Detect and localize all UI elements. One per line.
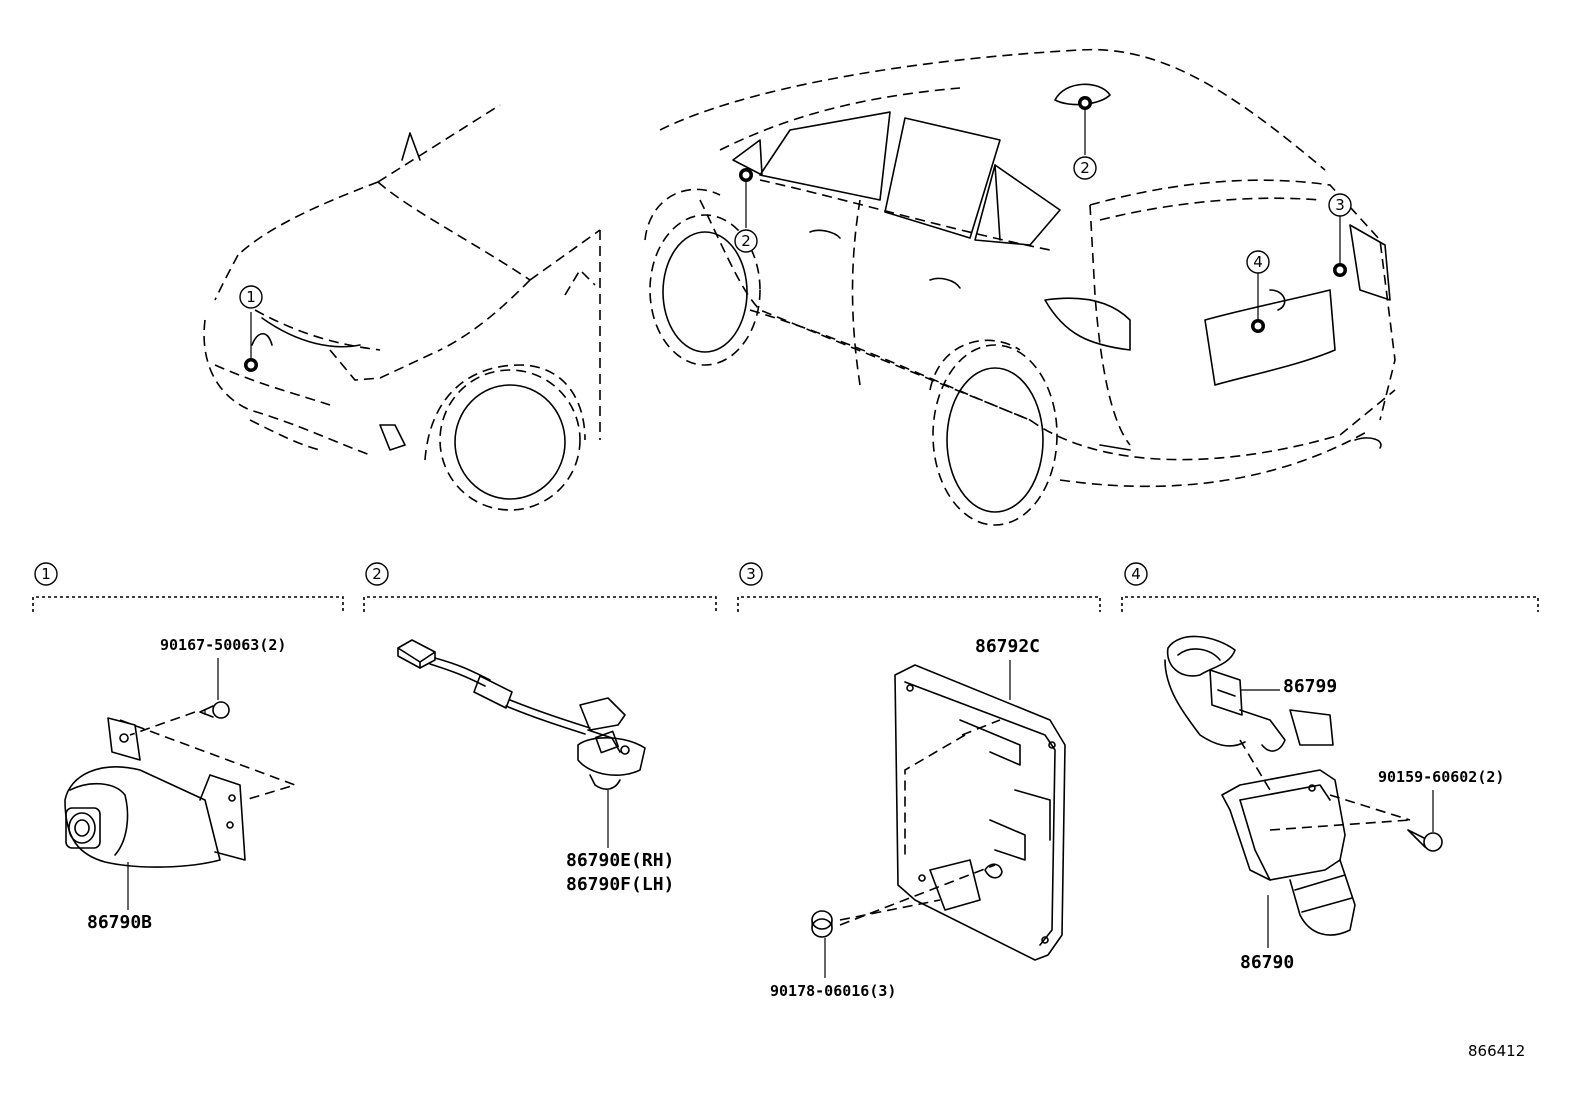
part-label-90167-50063: 90167-50063(2) [160,636,286,654]
callout-4: 4 [1253,253,1263,271]
part-label-86799: 86799 [1283,676,1337,697]
callout-3: 3 [1335,196,1345,214]
bracket-86792C-icon [894,664,1066,961]
section-4-bracket [1121,596,1539,612]
screw-90159-icon [1407,829,1443,852]
front-camera-86790B-icon [64,766,221,868]
section-headers: 1 2 3 4 [32,562,1539,612]
callout-2-roof: 2 [1080,159,1090,177]
section-3-bracket [737,596,1101,612]
callout-2-mirror: 2 [741,232,751,250]
nut-90178-icon [811,910,833,938]
rear-camera-86790-icon [1221,769,1356,936]
connector-icon [397,639,436,669]
part-label-86790B: 86790B [87,912,152,933]
section-2-number: 2 [372,565,382,583]
section-3-parts: 86792C 90178-06016(3) [770,636,1066,1000]
diagram-id: 866412 [1468,1042,1525,1060]
vehicle-callouts: 1 2 2 3 4 [239,96,1352,372]
section-1-parts: 90167-50063(2) 86790B [64,636,298,933]
section-2-parts: 86790E(RH) 86790F(LH) [397,639,674,895]
section-4-number: 4 [1131,565,1141,583]
section-1-bracket [32,596,344,612]
part-label-86790F-LH: 86790F(LH) [566,874,674,895]
part-label-90178-06016: 90178-06016(3) [770,982,896,1000]
front-vehicle-view [203,104,601,511]
part-label-86790E-RH: 86790E(RH) [566,850,674,871]
section-3-number: 3 [746,565,756,583]
side-camera-86790E-icon [577,697,646,790]
rear-vehicle-view [644,48,1396,526]
cover-86799-icon [1164,635,1334,752]
screw-90167-icon [199,701,230,719]
part-label-86790: 86790 [1240,952,1294,973]
part-label-86792C: 86792C [975,636,1040,657]
section-4-parts: 86799 90159-60602(2) 86790 [1164,635,1504,973]
part-label-90159-60602: 90159-60602(2) [1378,768,1504,786]
callout-1: 1 [246,288,256,306]
section-1-number: 1 [41,565,51,583]
section-2-bracket [363,596,717,612]
